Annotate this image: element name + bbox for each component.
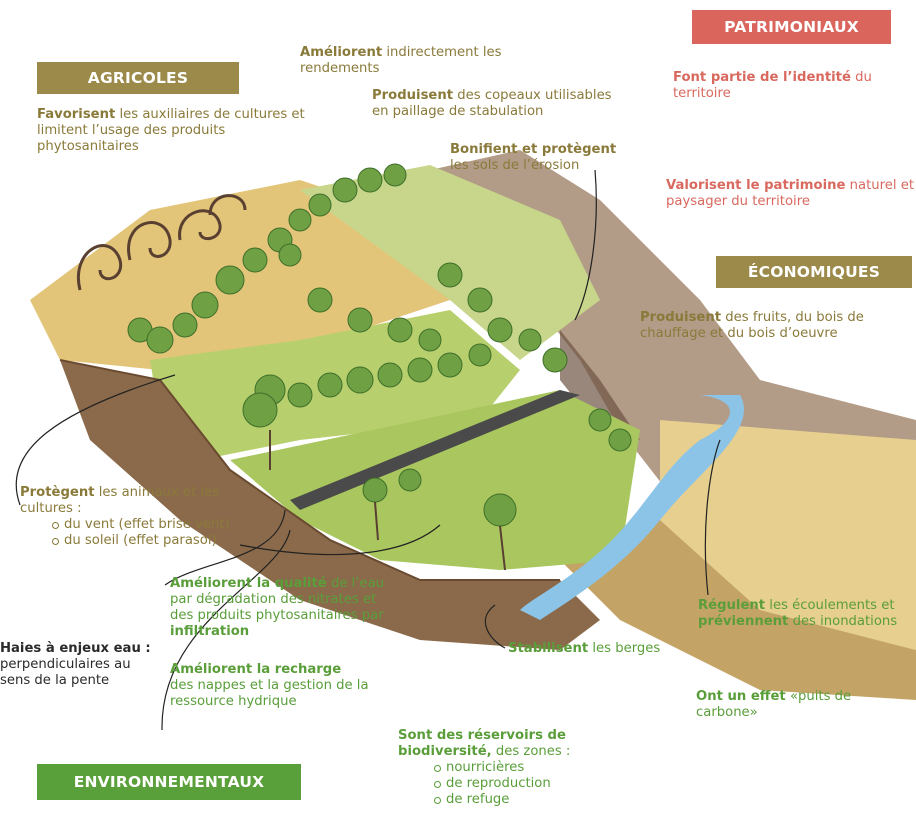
- banner-agricoles: AGRICOLES: [37, 62, 239, 94]
- banner-economiques: ÉCONOMIQUES: [716, 256, 912, 288]
- haies-enjeux-eau: Haies à enjeux eau :perpendiculaires au …: [0, 641, 160, 689]
- reservoirs-item-reproduction: de reproduction: [434, 776, 598, 792]
- agricoles-favorisent: Favorisent les auxiliaires de cultures e…: [37, 107, 307, 155]
- economiques-produisent: Produisent des fruits, du bois de chauff…: [640, 310, 900, 342]
- protegent-item-soleil: du soleil (effet parasol): [52, 533, 260, 549]
- env-qualite: Améliorent la qualité de l’eau par dégra…: [170, 576, 400, 640]
- protegent-item-vent: du vent (effet brise vent): [52, 517, 260, 533]
- agricoles-ameliorent: Améliorent indirectement les rendements: [300, 45, 530, 77]
- env-puits-carbone: Ont un effet «puits de carbone»: [696, 689, 866, 721]
- reservoirs-item-refuge: de refuge: [434, 792, 598, 808]
- reservoirs-item-nourricieres: nourricières: [434, 760, 598, 776]
- agricoles-bonifient: Bonifient et protègentles sols de l’éros…: [450, 142, 650, 174]
- patrimoniaux-identite: Font partie de l’identité du territoire: [673, 70, 908, 102]
- agricoles-produisent: Produisent des copeaux utilisables en pa…: [372, 88, 617, 120]
- banner-patrimoniaux: PATRIMONIAUX: [692, 10, 891, 44]
- env-recharge: Améliorent la rechargedes nappes et la g…: [170, 662, 390, 710]
- env-stabilisent: Stabilisent les berges: [508, 641, 708, 657]
- patrimoniaux-valorisent: Valorisent le patrimoine naturel et pays…: [666, 178, 914, 210]
- agricoles-protegent: Protègent les animaux et les cultures : …: [20, 485, 260, 549]
- env-regulent: Régulent les écoulements et préviennent …: [698, 598, 914, 630]
- banner-environnementaux: ENVIRONNEMENTAUX: [37, 764, 301, 800]
- env-reservoirs: Sont des réservoirs de biodiversité, des…: [398, 728, 598, 808]
